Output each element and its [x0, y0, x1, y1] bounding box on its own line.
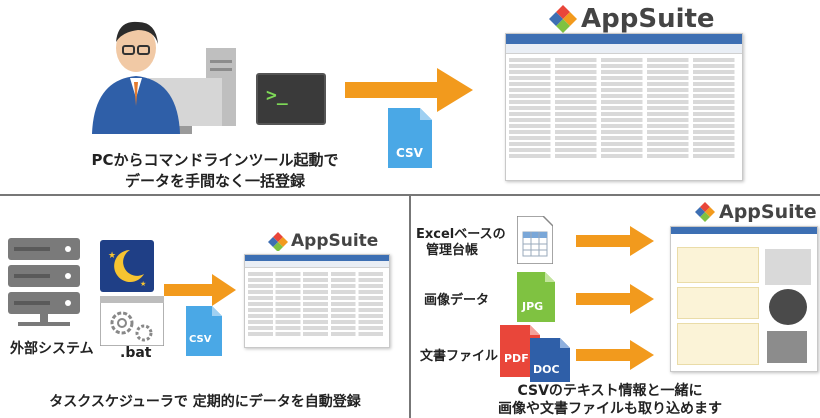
csv-label: CSV — [396, 146, 423, 160]
gear-window-icon — [100, 296, 164, 346]
terminal-icon: >_ — [256, 73, 326, 125]
top-caption-line2: データを手間なく一括登録 — [124, 172, 305, 190]
excel-label-line2: 管理台帳 — [426, 243, 479, 258]
csv-file-icon — [186, 306, 222, 356]
appsuite-logo: AppSuite — [268, 231, 378, 251]
top-caption: PCからコマンドラインツール起動で データを手間なく一括登録 — [80, 150, 350, 192]
app-screen — [244, 254, 390, 348]
appsuite-logo: AppSuite — [548, 4, 715, 34]
arrow-icon — [576, 340, 654, 370]
pdf-label: PDF — [504, 352, 529, 365]
app-record-screen — [670, 226, 818, 372]
image-data-label: 画像データ — [424, 293, 490, 308]
csv-file-icon — [388, 108, 432, 168]
terminal-prompt: >_ — [266, 85, 288, 106]
doc-label: DOC — [533, 363, 560, 376]
logo-text: AppSuite — [581, 4, 715, 34]
left-caption: タスクスケジューラで 定期的にデータを自動登録 — [49, 394, 361, 410]
appsuite-logo-icon — [549, 5, 577, 33]
logo-text: AppSuite — [719, 201, 817, 223]
external-system-label: 外部システム — [10, 341, 94, 357]
jpg-file-icon — [517, 272, 555, 322]
spreadsheet-file-icon — [517, 216, 553, 264]
vertical-divider — [409, 196, 411, 418]
right-caption-line1: CSVのテキスト情報と一緒に — [517, 383, 703, 399]
right-caption-line2: 画像や文書ファイルも取り込めます — [498, 401, 722, 417]
doc-file-icon — [530, 338, 570, 382]
right-caption: CSVのテキスト情報と一緒に 画像や文書ファイルも取り込めます — [430, 382, 790, 418]
logo-text: AppSuite — [291, 231, 379, 251]
top-caption-line1: PCからコマンドラインツール起動で — [91, 151, 339, 169]
arrow-icon — [345, 68, 473, 112]
app-screen — [505, 33, 743, 181]
jpg-label: JPG — [522, 300, 544, 313]
appsuite-logo-icon — [695, 202, 715, 222]
excel-label: Excelベースの 管理台帳 — [416, 227, 506, 259]
arrow-icon — [164, 274, 236, 306]
csv-label: CSV — [189, 334, 212, 345]
bat-label: .bat — [120, 345, 152, 361]
arrow-icon — [576, 284, 654, 314]
excel-label-line1: Excelベースの — [416, 227, 506, 242]
appsuite-logo: AppSuite — [694, 201, 817, 223]
document-file-label: 文書ファイル — [420, 349, 499, 364]
svg-text:★: ★ — [108, 251, 116, 261]
developer-person-icon — [92, 21, 236, 134]
server-icon — [8, 238, 80, 326]
arrow-icon — [576, 226, 654, 256]
appsuite-logo-icon — [268, 232, 288, 251]
horizontal-divider — [0, 194, 820, 196]
svg-text:★: ★ — [140, 280, 146, 288]
night-moon-icon: ★ ★ — [100, 240, 154, 292]
